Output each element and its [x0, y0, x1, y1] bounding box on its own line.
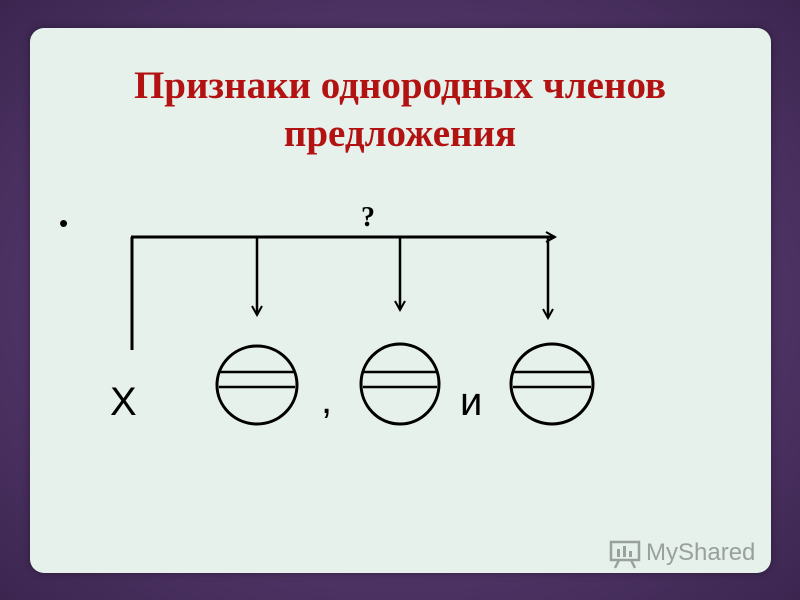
watermark-text: MyShared: [646, 539, 756, 566]
slide-title: Признаки однородных членов предложения: [0, 62, 800, 158]
presentation-board-icon: [609, 540, 641, 569]
bullet-marker: •: [59, 208, 69, 238]
predicate-symbol-2: [359, 342, 441, 426]
comma-separator: ,: [321, 378, 333, 422]
watermark: MyShared: [608, 536, 755, 570]
slide-title-line-2: предложения: [283, 112, 517, 155]
subject-label: Х: [110, 380, 137, 424]
conjunction-label: и: [460, 380, 483, 424]
predicate-symbol-1: [215, 344, 299, 426]
question-mark: ?: [361, 202, 375, 233]
predicate-symbol-3: [509, 342, 595, 426]
slide-title-line-1: Признаки однородных членов: [133, 64, 667, 107]
